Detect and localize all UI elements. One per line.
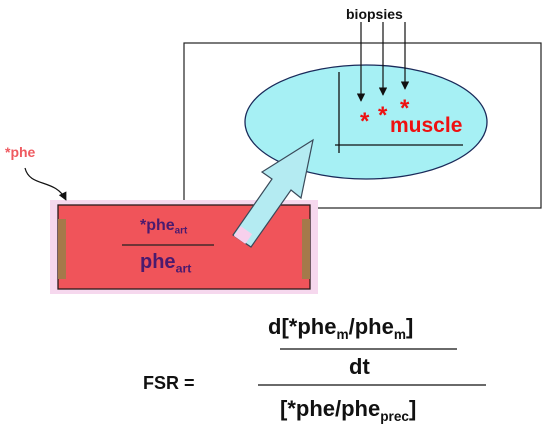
artery-denominator-base: phe: [140, 251, 176, 273]
artery-numerator-sub: art: [174, 225, 188, 237]
artery-end-left: [58, 219, 66, 279]
phe-input-arrow: [24, 167, 67, 201]
formula-numerator-sub1: m: [336, 326, 349, 342]
artery-end-right: [302, 219, 310, 279]
fsr-label: FSR =: [143, 373, 195, 393]
transfer-arrow-tail: [233, 226, 253, 244]
artery-numerator-base: *phe: [140, 217, 175, 234]
transfer-arrow: [232, 138, 314, 248]
asterisk-3: *: [400, 95, 410, 122]
asterisk-1: *: [360, 108, 370, 135]
formula-numerator-sub2: m: [393, 326, 406, 342]
formula-numerator-base: d[*phe: [268, 314, 337, 339]
asterisk-2: *: [378, 102, 388, 129]
formula-numerator-mid: /phe: [348, 314, 394, 339]
formula-denominator-sub: prec: [380, 408, 410, 424]
labeled-phe-input-label: *phe: [5, 144, 36, 160]
artery-denominator: pheart: [140, 251, 192, 276]
artery-numerator: *pheart: [140, 217, 188, 237]
formula-denominator-end: ]: [409, 396, 417, 421]
muscle-label: muscle: [390, 114, 463, 137]
formula-denominator: [*phe/pheprec]: [280, 396, 417, 424]
biopsies-label: biopsies: [346, 6, 403, 22]
formula-dt: dt: [349, 354, 370, 379]
formula-denominator-base: [*phe/phe: [280, 396, 381, 421]
formula-numerator: d[*phem/phem]: [268, 314, 414, 342]
artery-denominator-sub: art: [175, 261, 192, 276]
formula-numerator-end: ]: [405, 314, 414, 339]
